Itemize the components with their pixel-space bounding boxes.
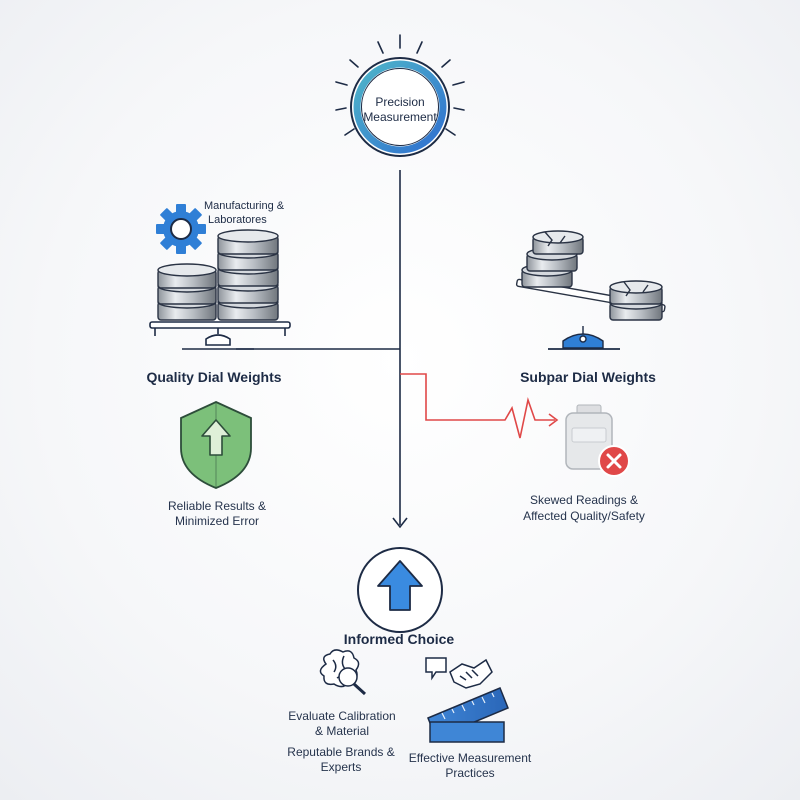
handshake-icon [425,657,493,689]
reliable-label-2: Minimized Error [175,514,259,528]
red-pulse-connector [400,373,555,439]
up-arrow-icon [357,547,443,633]
informed-choice-title: Informed Choice [344,631,455,647]
sun-rays [335,34,465,136]
precision-measurement-node [335,34,465,157]
error-x-icon [598,445,630,477]
subpar-title: Subpar Dial Weights [520,369,656,385]
tilted-scale-icon [515,230,666,350]
quality-title: Quality Dial Weights [146,369,281,385]
practices-label-1: Effective Measurement [409,751,532,765]
red-arrowhead [548,413,559,427]
shield-arrow-icon [180,401,252,489]
skewed-label-1: Skewed Readings & [530,493,638,507]
reliable-label-1: Reliable Results & [168,499,266,513]
brands-label-2: Experts [321,760,362,774]
precision-label: Precision [375,95,424,109]
connector-lines [236,170,408,529]
weights-stack-icon [157,229,279,321]
ruler-icon [427,687,509,743]
brain-magnifier-icon [319,649,367,696]
evaluate-label-2: & Material [315,724,369,738]
balance-scale-icon [149,321,291,350]
evaluate-label-1: Evaluate Calibration [288,709,395,723]
manufacturing-label-2: Laboratores [208,214,267,226]
practices-label-2: Practices [445,766,494,780]
brands-label-1: Reputable Brands & [287,745,394,759]
skewed-label-2: Affected Quality/Safety [523,509,645,523]
gear-icon [156,204,206,254]
manufacturing-label-1: Manufacturing & [204,200,285,212]
measurement-label: Measurement [363,110,437,124]
